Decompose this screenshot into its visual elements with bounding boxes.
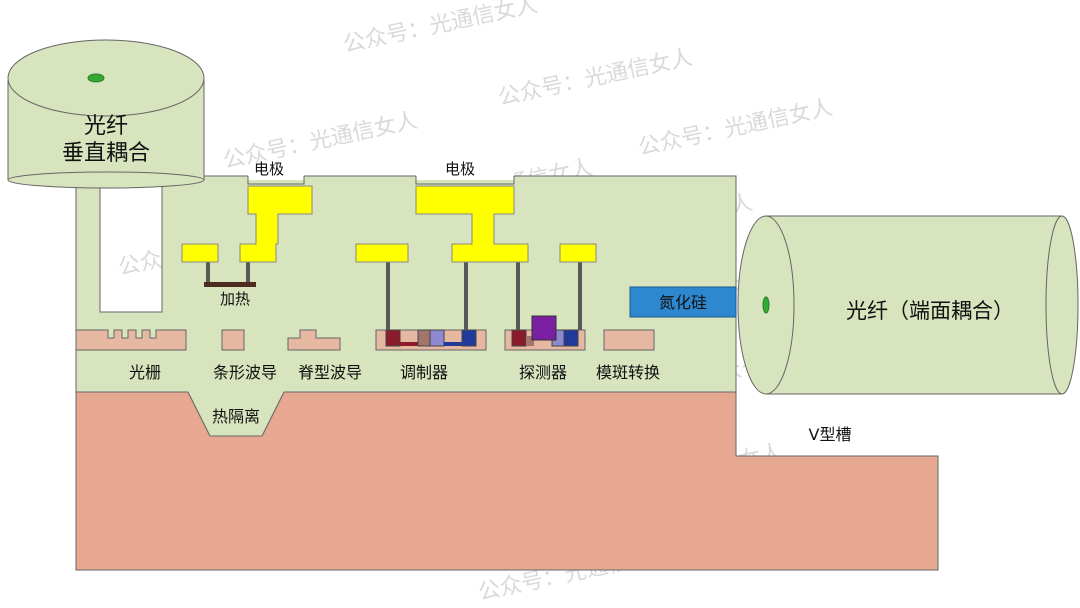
detector-germanium [531, 315, 557, 341]
grating-coupler [75, 329, 187, 351]
electrode-left-pad [181, 243, 219, 263]
watermark: 公众号：光通信女人 [221, 108, 420, 174]
fiber-vertical-bottom [7, 171, 205, 189]
heater-via [246, 262, 250, 282]
modulator-p-dark [400, 342, 418, 346]
watermark: 公众号：光通信女人 [341, 0, 540, 58]
modulator-p-doped [385, 329, 401, 347]
thermal-isolation-label: 热隔离 [212, 407, 260, 426]
fiber-horizontal-end [1045, 215, 1079, 395]
modulator-light [429, 329, 445, 347]
electrode-left-t [239, 185, 313, 263]
modulator-core [417, 329, 431, 347]
opening-edge-left [247, 176, 305, 185]
heater-via [206, 262, 210, 282]
electrode-right-t [415, 185, 529, 263]
fiber-horizontal-body [766, 216, 1062, 394]
heater-label: 加热 [220, 290, 250, 308]
nitride-label: 氮化硅 [659, 293, 707, 312]
via [578, 262, 582, 330]
watermark: 公众号：光通信女人 [496, 45, 695, 111]
mode-converter-label: 模斑转换 [596, 363, 660, 382]
silicon-nitride [629, 286, 737, 318]
electrode-opening-left [248, 172, 304, 180]
silicon-layer [75, 315, 655, 351]
v-groove-label: V型槽 [809, 425, 852, 444]
ridge-waveguide-label: 脊型波导 [298, 363, 362, 382]
via [516, 262, 520, 330]
fiber-horizontal: 光纤（端面耦合） [737, 215, 1079, 395]
strip-waveguide [221, 329, 245, 351]
electrode-right [355, 185, 597, 263]
detector-n-doped [563, 329, 579, 347]
watermark: 公众号：光通信女人 [636, 95, 835, 161]
via [386, 262, 390, 330]
strip-waveguide-label: 条形波导 [213, 363, 277, 382]
mode-converter [603, 329, 655, 351]
modulator-label: 调制器 [400, 363, 448, 382]
electrode-left-label: 电极 [254, 160, 284, 178]
fiber-vertical-label-line1: 光纤 [84, 114, 128, 139]
detector-light-left [526, 336, 534, 346]
heater-element [204, 282, 256, 287]
via [464, 262, 468, 330]
modulator-n-doped [461, 329, 477, 347]
heater-structure: 加热 [204, 262, 256, 308]
detector-label: 探测器 [519, 363, 567, 382]
electrode-opening-right [416, 172, 514, 180]
detector-p-doped [511, 329, 527, 347]
fiber-vertical: 光纤 垂直耦合 [7, 39, 205, 189]
fiber-edge-label: 光纤（端面耦合） [846, 299, 1014, 323]
modulator-n-dark [444, 342, 462, 346]
fiber-vertical-label-line2: 垂直耦合 [62, 141, 150, 166]
electrode-left [181, 185, 313, 263]
fiber-vertical-top [7, 39, 205, 117]
fiber-edge-core-dot [762, 296, 770, 314]
opening-edge-right [415, 176, 515, 185]
fiber-core-dot [87, 73, 105, 83]
ridge-waveguide [287, 329, 341, 351]
vias [386, 262, 582, 330]
modulator-structure [375, 329, 487, 351]
grating-label: 光栅 [129, 363, 161, 382]
detector-structure [504, 315, 586, 351]
electrode-right-pad2 [559, 243, 597, 263]
electrode-right-pad [355, 243, 409, 263]
electrode-right-label: 电极 [445, 160, 475, 178]
